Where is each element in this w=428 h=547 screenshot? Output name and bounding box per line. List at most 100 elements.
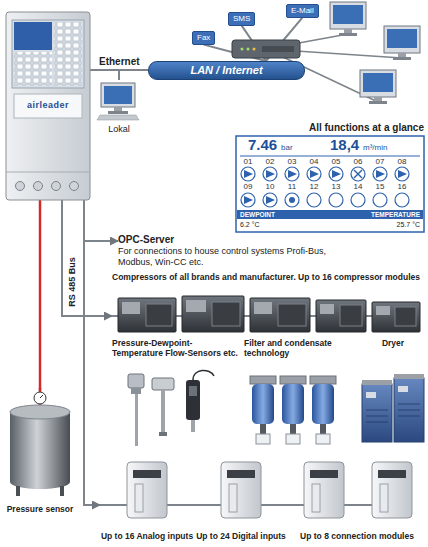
unit-label: bar [281,144,293,153]
status-display [398,170,407,178]
status-display [288,170,297,178]
compressor-row [340,305,362,326]
sensor-probes [186,380,200,420]
status-display [351,193,365,207]
local-pc [104,86,132,104]
compressor-number: 06 [354,158,363,167]
air-receiver-tank [16,486,20,496]
controller-box: airleader [6,12,90,200]
dryer-cabinets [366,416,388,417]
dryer-cabinets [398,416,420,417]
dryer-cabinets [398,404,420,405]
dryer-cabinets [362,384,392,442]
status-display [241,167,409,207]
compressor-row [316,300,366,332]
status-display [373,193,387,207]
sensor-probes [152,378,174,390]
controller-housing [14,22,52,50]
local-pc [97,83,139,120]
sensor-probes [189,386,197,396]
compressor-row [278,304,306,326]
network-hub [232,40,300,58]
local-pc [101,83,135,107]
network-hub [253,48,256,51]
remote-monitor [387,29,417,48]
node-label: E-Mail [291,6,314,16]
status-display [307,193,321,207]
controller-housing [52,182,61,191]
status-caption: TEMPERATURE [371,211,420,218]
compressor-row [250,298,310,332]
node-label: Compressors of all brands and manufactur… [112,272,424,282]
status-display [263,167,277,181]
status-display [241,193,255,207]
dryer-cabinets [366,392,376,398]
node-label: SMS [233,14,250,24]
filter-units [252,384,274,424]
local-pc: Lokal [96,80,142,134]
connector-label: Ethernet [98,56,141,67]
remote-monitor [360,70,396,97]
status-display [266,170,275,178]
compressor-number: 01 [244,158,253,167]
status-display [354,170,362,178]
io-module: Up to 24 Digital inputs [196,460,286,542]
compressor-number: 02 [266,158,275,167]
compressor-row [395,307,416,326]
remote-monitor [384,26,420,53]
io-modules [227,470,255,478]
compressor-row [182,296,244,332]
controller-housing [14,52,52,86]
node-label: Filter and condensate technology [244,338,348,358]
controller-housing [14,94,82,118]
status-display [329,167,343,181]
status-display [307,167,321,181]
air-receiver-tank [60,486,64,496]
dryer-cabinets [398,410,420,411]
connector-line [62,200,112,316]
status-display [244,170,407,204]
filter-units [316,434,330,444]
remote-monitor [369,101,387,104]
dryer-cabinets [366,410,388,411]
local-pc [114,107,122,111]
filter-units [260,424,266,434]
pressure-line [39,200,42,390]
dryer-cabinets [362,374,424,442]
compressor-row [146,304,172,326]
controller-housing [6,12,90,200]
compressor-number: 11 [288,183,296,192]
status-value: 6.2 °C [240,221,260,229]
remote-monitor [333,5,363,24]
compressor-row [376,306,390,315]
air-receiver-tank [10,388,70,496]
status-display [244,170,253,178]
server-title: OPC-Server [118,234,333,246]
opc-server: OPC-ServerFor connections to house contr… [118,234,333,268]
compressor-number: 16 [398,183,407,192]
filter-units [256,434,270,444]
node-label: Up to 16 Analog inputs [101,532,193,542]
compressor-row [186,300,206,312]
io-modules [372,462,412,518]
io-module: Up to 8 connection modules [290,460,424,542]
compressor-row [122,302,140,314]
sensor-probes [128,370,214,446]
compressor-number: 15 [376,183,385,192]
compressor-number: 05 [332,158,341,167]
sensor-probes [161,390,165,434]
remote-monitor [374,97,382,101]
network-hub [262,46,294,52]
sensor-probes [135,394,138,446]
message-tag: Fax [192,31,215,45]
message-tag: SMS [228,12,255,26]
compressor-row [372,302,420,332]
air-receiver-tank [40,395,43,398]
controller-housing [54,22,82,86]
controller-housing [12,20,84,88]
io-modules [378,470,406,478]
dryer-cabinets [366,404,420,422]
network-bar: LAN / Internet [148,61,305,80]
remote-monitor [339,33,357,36]
